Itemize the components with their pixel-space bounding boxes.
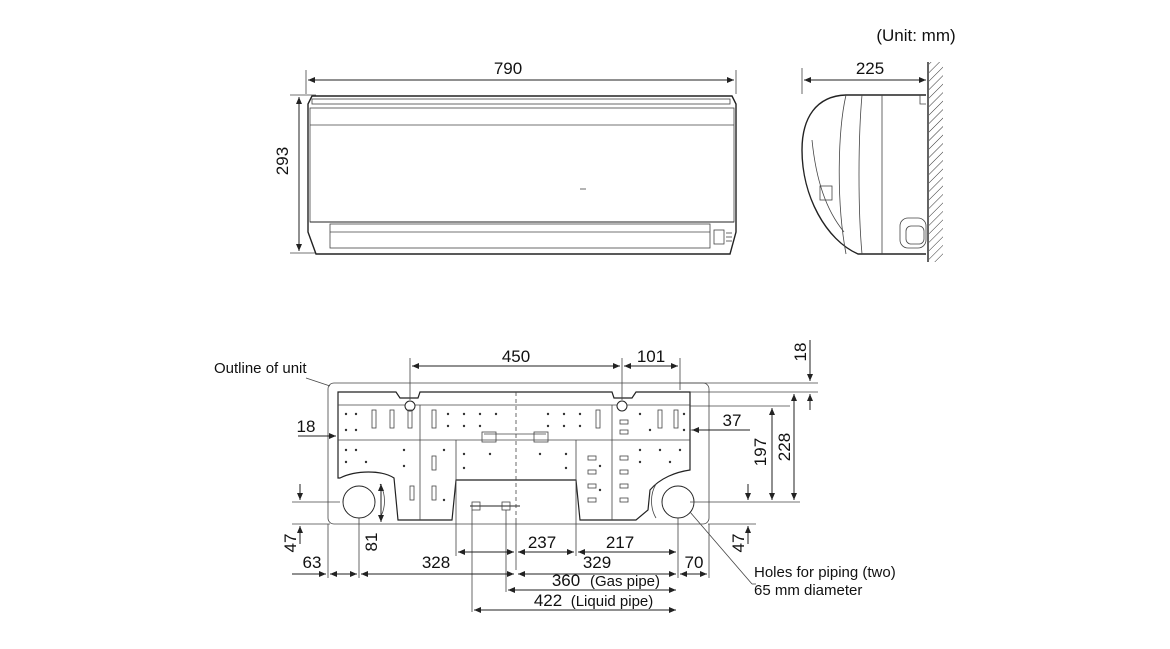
bottom-dim-328: 328	[422, 553, 450, 572]
front-height-dim: 293	[273, 147, 292, 175]
bottom-dim-237: 237	[528, 533, 556, 552]
holes-note-line2: 65 mm diameter	[754, 582, 862, 599]
plate-view: Outline of unit	[214, 340, 896, 613]
gas-pipe-label: (Gas pipe)	[590, 573, 660, 590]
bottom-dim-70: 70	[685, 553, 704, 572]
top-dim-450: 450	[502, 347, 530, 366]
mount-slots	[371, 409, 679, 503]
bottom-dim-217: 217	[606, 533, 634, 552]
front-view: 790 293	[273, 59, 737, 255]
left-vdim-47: 47	[281, 534, 300, 553]
right-dim-197: 197	[751, 438, 770, 466]
left-vdim-81: 81	[362, 533, 381, 552]
right-vdim-47: 47	[729, 534, 748, 553]
holes-note-line1: Holes for piping (two)	[754, 564, 896, 581]
left-dim-18: 18	[297, 417, 316, 436]
side-depth-dim: 225	[856, 59, 884, 78]
right-dim-228: 228	[775, 433, 794, 461]
bottom-dim-329: 329	[583, 553, 611, 572]
right-top-dim-18: 18	[791, 343, 810, 362]
liquid-pipe-label: (Liquid pipe)	[571, 593, 654, 610]
front-width-dim: 790	[494, 59, 522, 78]
left-pipe-hole	[342, 485, 376, 519]
bottom-dim-63: 63	[303, 553, 322, 572]
side-view: 225	[801, 59, 943, 262]
gas-pipe-dim: 360	[552, 571, 580, 590]
outline-of-unit-label: Outline of unit	[214, 360, 307, 377]
right-dim-37: 37	[723, 411, 742, 430]
unit-note: (Unit: mm)	[876, 26, 955, 45]
plate-dots	[344, 412, 686, 502]
liquid-pipe-dim: 422	[534, 591, 562, 610]
top-dim-101: 101	[637, 347, 665, 366]
right-pipe-hole	[661, 485, 695, 519]
